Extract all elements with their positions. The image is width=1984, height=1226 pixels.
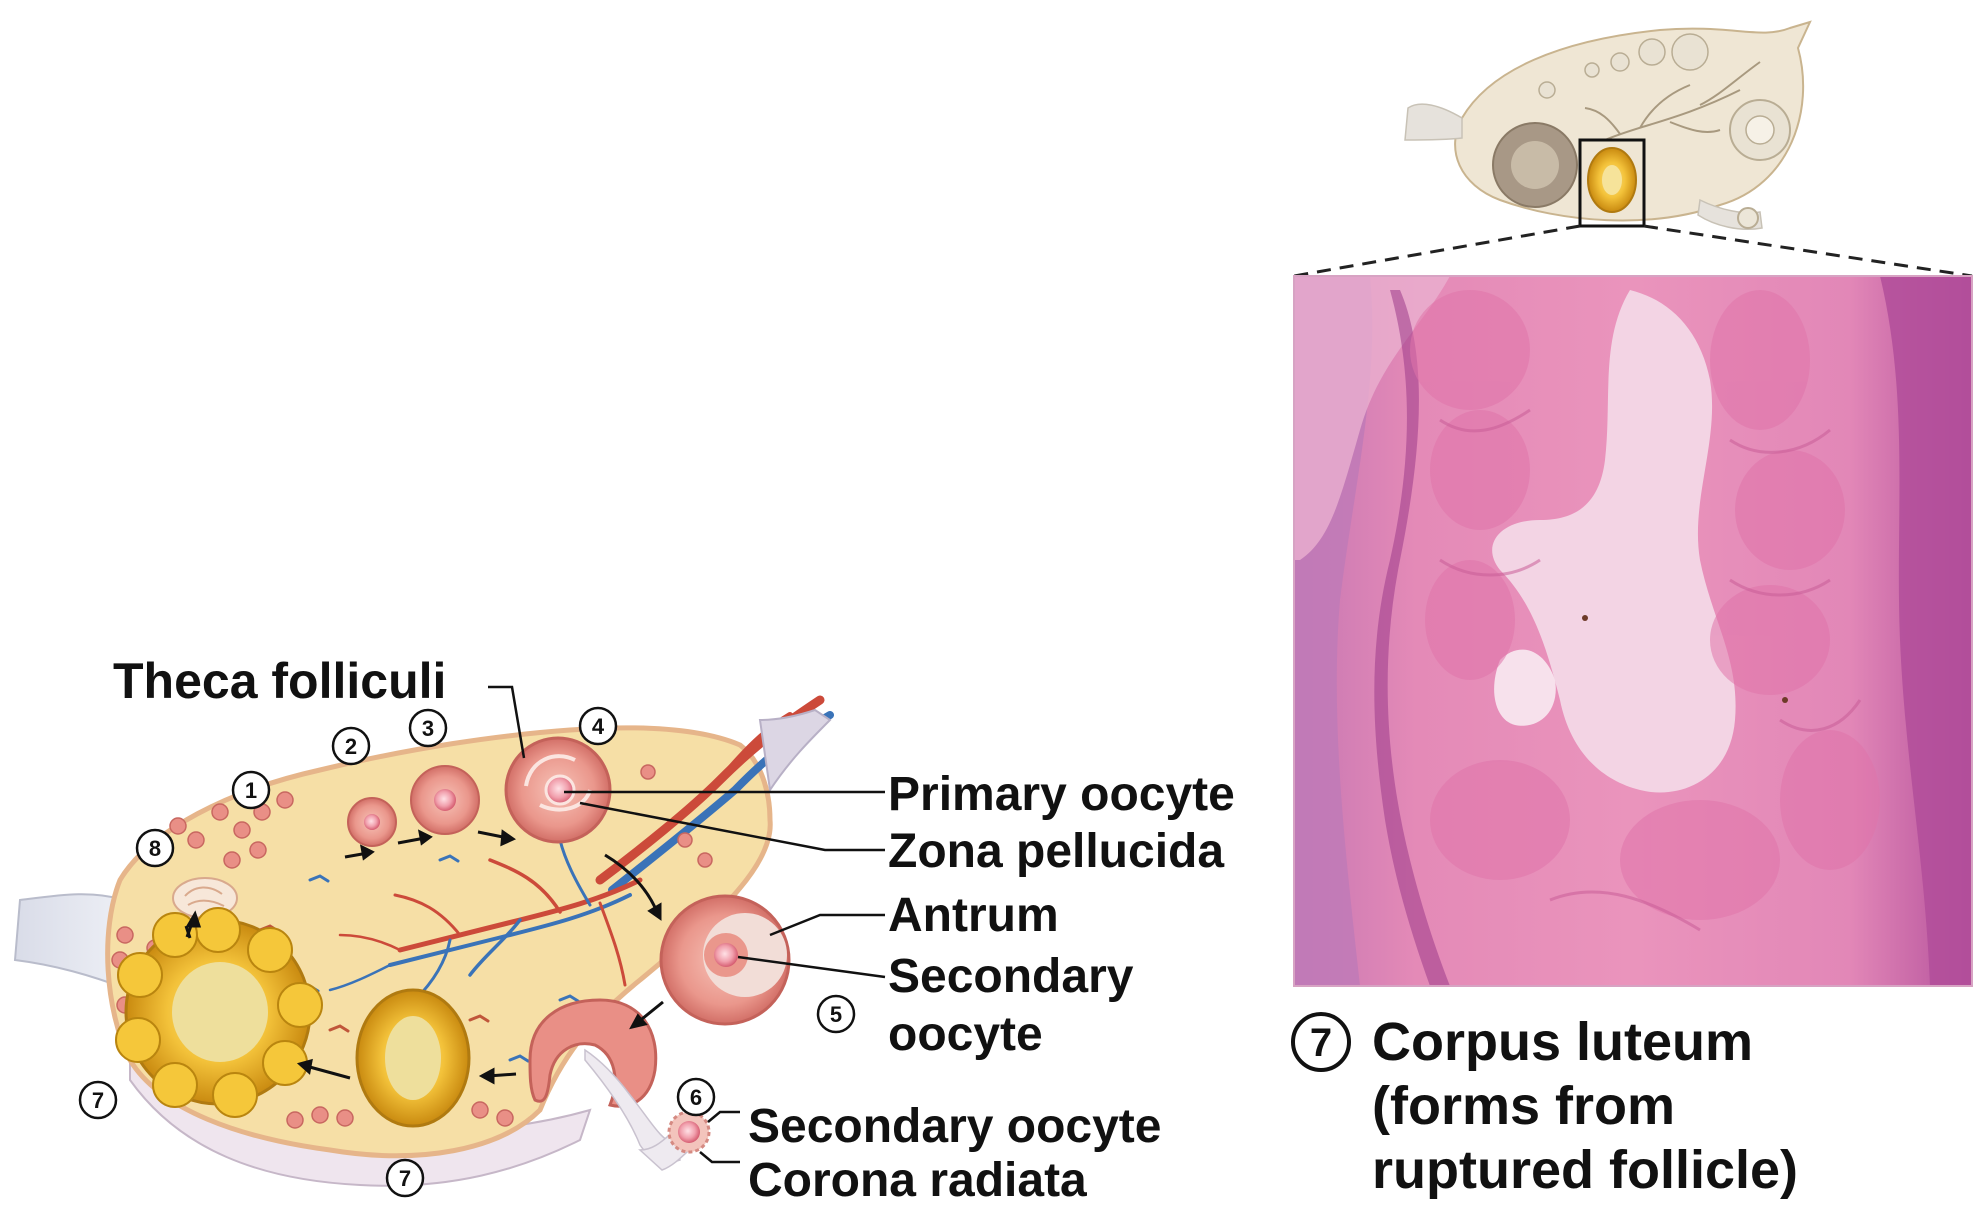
label-secondary-oocyte-line1: Secondary — [888, 950, 1134, 1003]
ovary-thumbnail — [1404, 20, 1812, 230]
stage-number-2: 2 — [345, 734, 357, 759]
corpus-luteum-large — [115, 907, 323, 1118]
follicle-stage-5 — [659, 894, 791, 1026]
caption-line3: ruptured follicle) — [1372, 1140, 1798, 1200]
leader-lines — [488, 685, 886, 1164]
label-primary-oocyte: Primary oocyte — [888, 768, 1235, 821]
stage-number-3: 3 — [422, 716, 434, 741]
stage-marker-4: 4 — [578, 706, 618, 746]
label-theca-folliculi: Theca folliculi — [113, 653, 446, 709]
caption-number-circle — [1291, 1012, 1351, 1072]
stage-number-8: 8 — [149, 836, 161, 861]
label-zona-pellucida: Zona pellucida — [888, 825, 1224, 878]
caption-line2: (forms from — [1372, 1076, 1675, 1136]
label-released-secondary-oocyte: Secondary oocyte — [748, 1100, 1161, 1153]
stage-marker-6: 6 — [676, 1077, 716, 1117]
stage-number-5: 5 — [830, 1002, 842, 1027]
follicle-stage-6-ovulation — [528, 998, 701, 1171]
progression-arrows — [184, 829, 664, 1085]
ovary-illustration: 1 2 3 4 5 6 7 7 8 — [13, 685, 886, 1198]
label-corona-radiata: Corona radiata — [748, 1154, 1087, 1207]
stage-marker-5: 5 — [816, 994, 856, 1034]
stage-marker-7a: 7 — [78, 1080, 118, 1120]
stage-marker-2: 2 — [331, 726, 371, 766]
corpus-luteum-micrograph — [1293, 275, 1973, 987]
corpus-luteum-small — [355, 988, 471, 1128]
stage-number-4: 4 — [592, 714, 605, 739]
stage-number-7a: 7 — [92, 1088, 104, 1113]
stage-marker-7b: 7 — [385, 1158, 425, 1198]
stage-marker-1: 1 — [231, 770, 271, 810]
caption-line1: Corpus luteum — [1372, 1012, 1753, 1072]
follicle-stage-4 — [504, 736, 612, 844]
thumbnail-zoom-box — [1578, 138, 1646, 228]
stage-number-6: 6 — [690, 1085, 702, 1110]
zoom-lines — [1293, 224, 1973, 278]
stage-marker-3: 3 — [408, 708, 448, 748]
stage-marker-8: 8 — [135, 828, 175, 868]
caption: 7 Corpus luteum (forms from ruptured fol… — [1291, 1012, 1798, 1200]
follicle-stage-3 — [410, 765, 480, 835]
released-secondary-oocyte — [667, 1110, 711, 1154]
follicle-stage-2 — [347, 797, 397, 847]
stage-markers: 1 2 3 4 5 6 7 7 8 — [78, 706, 856, 1198]
caption-number: 7 — [1310, 1021, 1332, 1065]
label-secondary-oocyte-line2: oocyte — [888, 1008, 1043, 1061]
label-antrum: Antrum — [888, 889, 1059, 942]
stage-number-7b: 7 — [399, 1166, 411, 1191]
stage-number-1: 1 — [245, 778, 257, 803]
